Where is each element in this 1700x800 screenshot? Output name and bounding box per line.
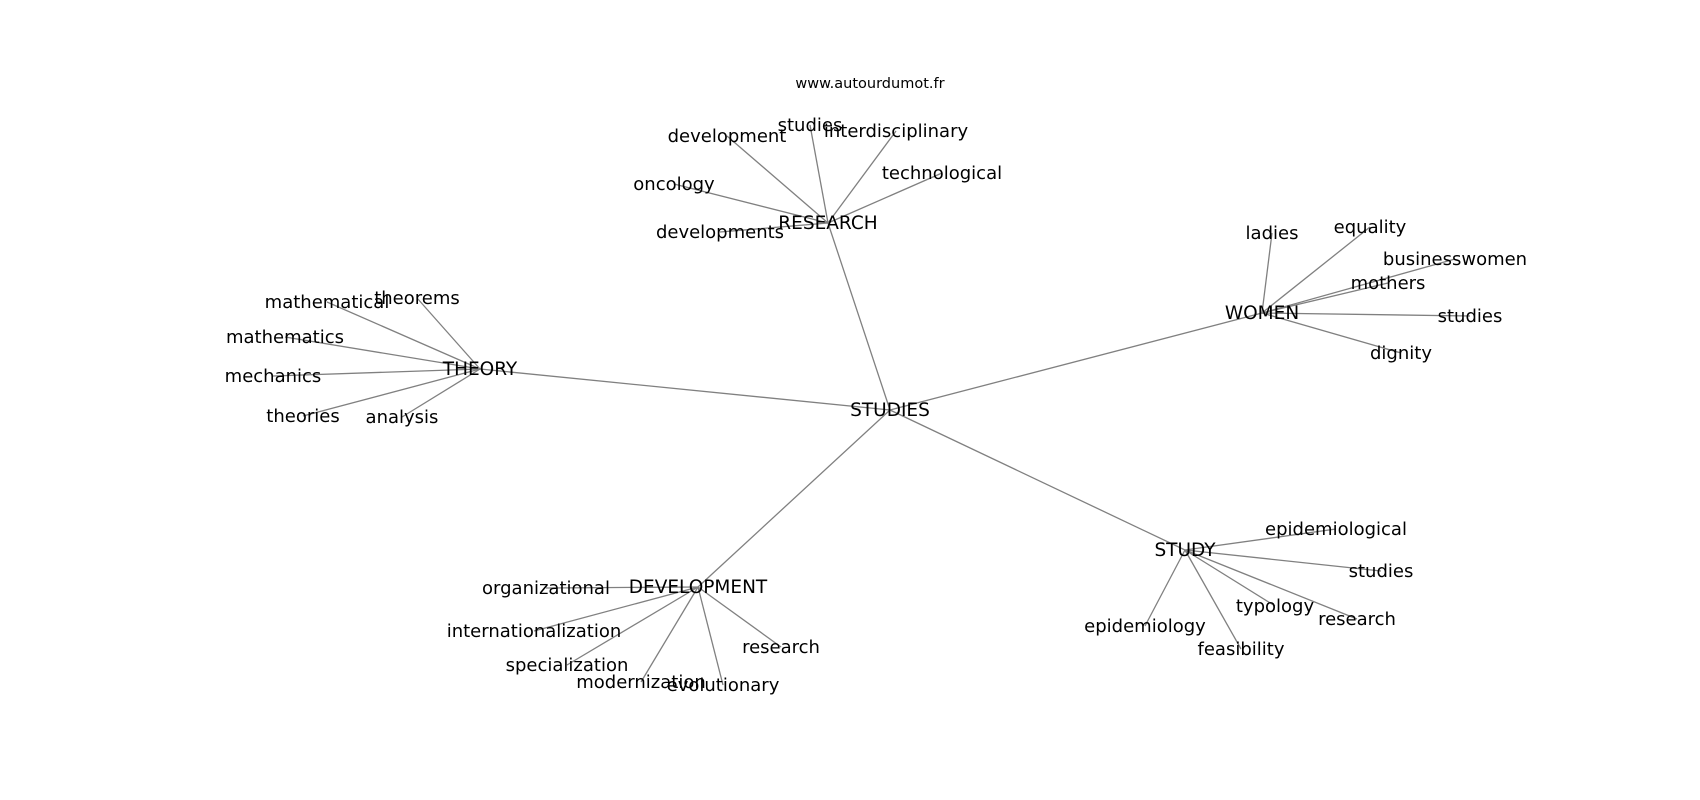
edge-women-leaf xyxy=(1261,226,1371,314)
edge-research-leaf xyxy=(719,222,829,233)
leaf-label: epidemiology xyxy=(1084,616,1206,637)
edge-development-leaf xyxy=(697,586,782,648)
leaf-label: organizational xyxy=(482,578,610,599)
edge-development-leaf xyxy=(545,586,699,589)
labels-layer: www.autourdumot.fr developmentstudiesint… xyxy=(225,76,1527,696)
leaf-label: mechanics xyxy=(225,366,322,387)
center-node-label: STUDIES xyxy=(850,400,930,421)
edge-theory-leaf xyxy=(284,336,481,370)
leaf-label: specialization xyxy=(506,655,629,676)
edge-research-leaf xyxy=(827,130,897,224)
edge-study-leaf xyxy=(1184,549,1382,572)
leaf-label: evolutionary xyxy=(667,675,780,696)
edge-center-development xyxy=(697,409,891,588)
leaf-label: ladies xyxy=(1246,223,1299,244)
edge-research-leaf xyxy=(673,183,829,224)
edge-women-leaf xyxy=(1261,282,1389,314)
leaf-label: studies xyxy=(778,115,843,136)
leaf-label: interdisciplinary xyxy=(824,121,969,142)
edge-development-leaf xyxy=(566,586,699,666)
edge-development-leaf xyxy=(533,586,699,632)
leaf-label: oncology xyxy=(633,174,715,195)
edges-layer xyxy=(272,124,1471,686)
edge-center-women xyxy=(889,312,1263,411)
leaf-label: development xyxy=(668,126,787,147)
edge-study-leaf xyxy=(1144,549,1186,627)
edge-women-leaf xyxy=(1261,232,1273,314)
leaf-label: feasibility xyxy=(1198,639,1285,660)
edge-theory-leaf xyxy=(272,368,481,377)
leaf-label: mathematics xyxy=(226,327,344,348)
leaf-label: equality xyxy=(1334,217,1407,238)
edge-study-leaf xyxy=(1184,528,1337,551)
leaf-label: theorems xyxy=(374,288,460,309)
leaf-label: internationalization xyxy=(447,621,622,642)
edge-center-research xyxy=(827,222,891,411)
leaf-label: businesswomen xyxy=(1383,249,1527,270)
edge-study-leaf xyxy=(1184,549,1242,650)
edge-women-leaf xyxy=(1261,258,1456,314)
edge-women-leaf xyxy=(1261,312,1402,354)
edge-study-leaf xyxy=(1184,549,1276,607)
leaf-label: studies xyxy=(1438,306,1503,327)
hub-label-development: DEVELOPMENT xyxy=(629,577,768,598)
hub-label-women: WOMEN xyxy=(1225,303,1299,324)
hub-label-theory: THEORY xyxy=(442,359,518,380)
edge-theory-leaf xyxy=(401,368,481,418)
leaf-label: technological xyxy=(882,163,1002,184)
edge-development-leaf xyxy=(640,586,699,683)
leaf-label: analysis xyxy=(366,407,439,428)
leaf-label: mathematical xyxy=(265,292,390,313)
leaf-label: research xyxy=(742,637,820,658)
edge-theory-leaf xyxy=(326,301,481,370)
edge-development-leaf xyxy=(697,586,724,686)
edge-women-leaf xyxy=(1261,312,1471,317)
leaf-label: mothers xyxy=(1351,273,1426,294)
leaf-label: research xyxy=(1318,609,1396,630)
edge-center-theory xyxy=(479,368,891,411)
hub-label-study: STUDY xyxy=(1154,540,1216,561)
leaf-label: theories xyxy=(266,406,339,427)
edge-research-leaf xyxy=(827,172,943,224)
edge-study-leaf xyxy=(1184,549,1358,620)
leaf-label: studies xyxy=(1349,561,1414,582)
edge-center-study xyxy=(889,409,1186,551)
leaf-label: epidemiological xyxy=(1265,519,1407,540)
edge-research-leaf xyxy=(726,135,829,224)
leaf-label: modernization xyxy=(576,672,706,693)
edge-theory-leaf xyxy=(302,368,481,417)
edge-research-leaf xyxy=(809,124,829,224)
hub-label-research: RESEARCH xyxy=(778,213,877,234)
leaf-label: developments xyxy=(656,222,784,243)
leaf-label: typology xyxy=(1236,596,1315,617)
leaf-label: dignity xyxy=(1370,343,1432,364)
edge-theory-leaf xyxy=(416,297,481,370)
source-url: www.autourdumot.fr xyxy=(795,76,944,92)
